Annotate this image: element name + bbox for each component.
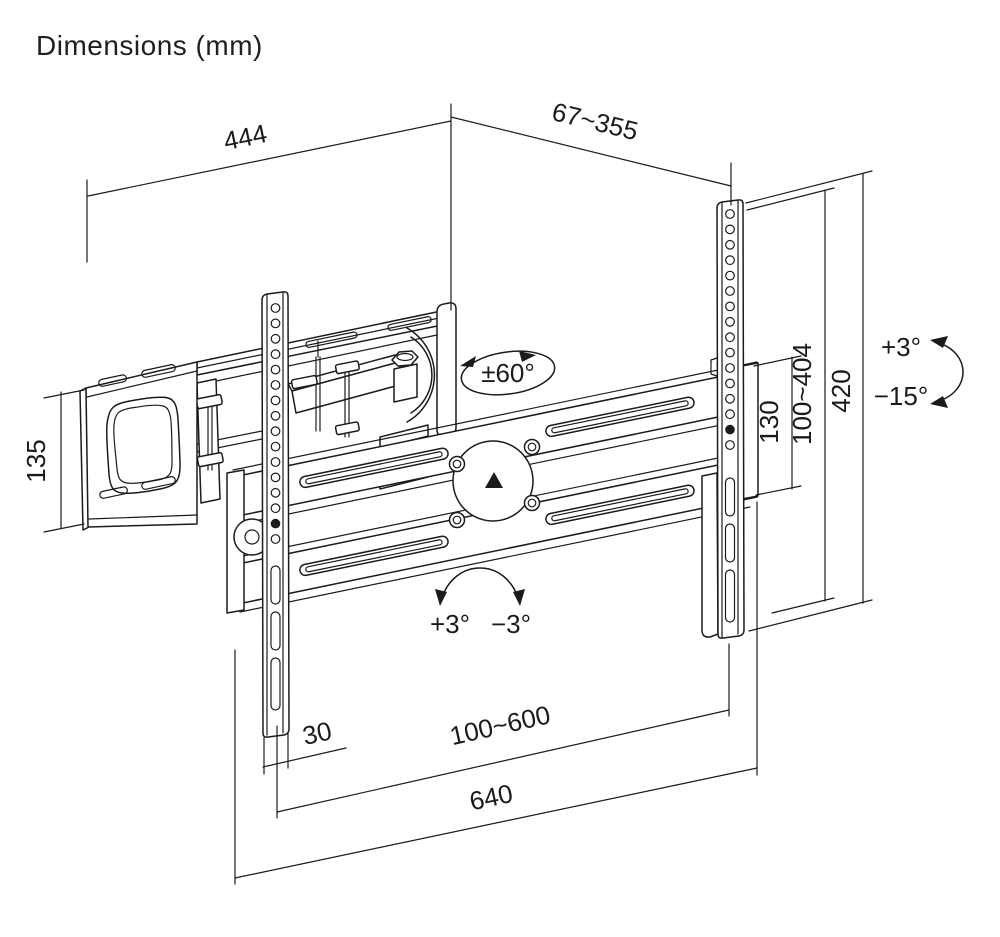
swivel-angle-annotation: ±60°: [460, 350, 556, 396]
dim-100-600-label: 100~600: [447, 699, 553, 751]
page-title: Dimensions (mm): [36, 30, 263, 61]
dim-444-label: 444: [221, 118, 270, 156]
wall-plate: [79, 361, 198, 531]
left-rail-holes: [270, 303, 281, 544]
tilt-arrow-head-up: [930, 336, 948, 348]
dim-67-355-label: 67~355: [549, 96, 641, 146]
dim-130-label: 130: [754, 400, 784, 443]
level-left-label: +3°: [430, 609, 470, 639]
mounting-slot: [99, 486, 128, 499]
tilt-angle-annotation: +3° −15°: [874, 332, 964, 411]
dim-30-label: 30: [300, 715, 335, 751]
tilt-down-label: −15°: [874, 381, 929, 411]
dim-67-355: 67~355: [450, 96, 732, 206]
mounting-slot: [98, 374, 127, 387]
swivel-arrow-head-right: [519, 351, 536, 362]
right-rail-slots: [724, 477, 736, 623]
tilt-arrow-arc: [935, 341, 964, 403]
dim-420-label: 420: [826, 369, 856, 412]
elbow-joint: [391, 302, 457, 436]
tilt-up-label: +3°: [881, 332, 921, 362]
left-tv-rail: [261, 291, 290, 738]
dim-135-label: 135: [21, 439, 51, 482]
logo-triangle-icon: [485, 472, 503, 488]
swivel-cover-arc: [406, 327, 436, 423]
level-angle-annotation: +3° −3°: [430, 567, 531, 639]
mounting-slot: [141, 364, 176, 378]
dim-640: 640: [234, 501, 758, 885]
mounting-slot: [141, 476, 176, 490]
level-arrow-head-left: [435, 589, 447, 606]
dim-420: 420: [745, 170, 873, 632]
crossbar-end-caps: [226, 362, 759, 614]
tilt-arrow-head-down: [930, 396, 948, 408]
dim-444: 444: [86, 103, 452, 311]
dim-100-404-label: 100~404: [787, 343, 817, 445]
right-rail-foot: [701, 472, 719, 638]
center-vesa-plate: [448, 438, 541, 529]
swivel-arrow-head-left: [460, 356, 476, 367]
dim-640-label: 640: [467, 778, 516, 816]
vesa-bolts: [448, 438, 541, 529]
swivel-arrow-ellipse: [460, 350, 556, 396]
dim-135: 135: [21, 389, 85, 533]
dim-130: 130: [753, 355, 802, 496]
level-right-label: −3°: [491, 609, 531, 639]
rail-hook-tab: [710, 357, 718, 377]
arm-links: [195, 340, 429, 504]
left-rail-slots: [270, 565, 281, 711]
level-arrow-head-right: [513, 589, 525, 606]
dim-30: 30: [262, 715, 347, 775]
right-rail-holes: [725, 209, 735, 450]
wall-plate-cutout: [106, 396, 181, 494]
dim-100-404: 100~404: [746, 187, 835, 614]
right-tv-rail: [701, 199, 745, 639]
level-arrow-arc: [440, 567, 520, 602]
swivel-label: ±60°: [481, 358, 535, 388]
